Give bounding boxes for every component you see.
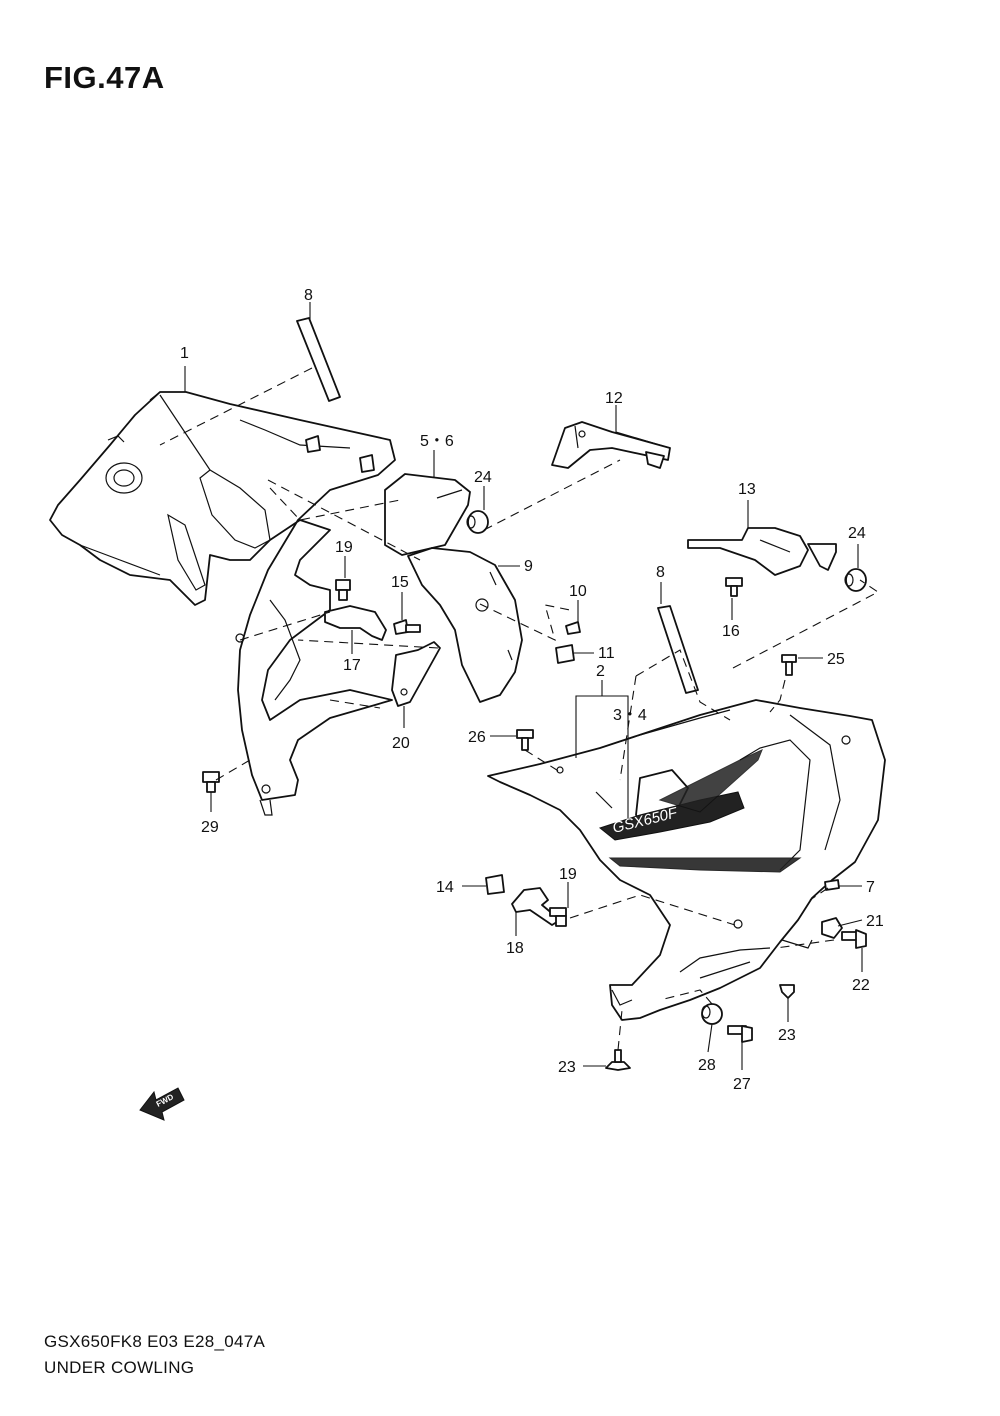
bracket-17 [324,605,387,641]
callout-11: 11 [598,645,615,662]
clip-14 [485,874,505,895]
figure-title: FIG.47A [44,60,165,95]
nut-21 [821,917,843,939]
callout-9: 9 [524,558,533,575]
rivet-23-right [779,984,795,999]
bolt-27 [727,1025,753,1043]
callout-7: 7 [866,879,875,896]
callout-10: 10 [569,583,587,600]
bolt-19-lower [549,907,567,927]
model-code: GSX650FK8 E03 E28_047A [44,1332,266,1351]
left-under-cowling [49,391,396,816]
callout-23-lower: 23 [558,1059,576,1076]
callout-19-lower: 19 [559,866,577,883]
callout-18: 18 [506,940,524,957]
callout-8-upper: 8 [304,287,313,304]
callout-23-right: 23 [778,1027,796,1044]
leader-lines [184,302,863,1070]
callout-1: 1 [180,345,189,362]
trim-strip-upper [296,317,341,402]
screw-25 [781,654,797,676]
callout-3-4: 3・4 [613,707,647,724]
bracket-20 [391,641,441,707]
callout-numbers: 8 1 12 5・6 24 13 24 19 9 15 10 8 17 11 1… [180,287,884,1093]
callout-25: 25 [827,651,845,668]
trim-strip-lower [657,605,699,694]
bolt-15 [393,619,421,635]
callout-5-6: 5・6 [420,433,454,450]
callout-29: 29 [201,819,219,836]
inner-panel-9 [407,547,523,703]
callout-17: 17 [343,657,361,674]
bracket-12 [551,421,671,469]
callout-2: 2 [596,663,605,680]
callout-15: 15 [391,574,409,591]
grommet-28 [701,1003,723,1025]
bolt-29 [202,771,220,793]
callout-28: 28 [698,1057,716,1074]
section-name: UNDER COWLING [44,1358,195,1377]
bracket-18 [511,887,561,926]
callout-21: 21 [866,913,884,930]
screw-10 [565,621,581,635]
bolt-16 [725,577,743,597]
forward-direction-arrow: FWD [139,1087,185,1121]
screw-26 [516,729,534,751]
clip-11 [555,644,575,664]
callout-16: 16 [722,623,740,640]
grommet-24-right [844,568,867,592]
callout-8-lower: 8 [656,564,665,581]
right-under-cowling: GSX650F [487,699,886,1021]
callout-26: 26 [468,729,486,746]
grommet-24-left [466,510,489,534]
clip-7 [824,879,840,891]
callout-24-right: 24 [848,525,866,542]
callout-12: 12 [605,390,623,407]
callout-22: 22 [852,977,870,994]
callout-27: 27 [733,1076,751,1093]
callout-13: 13 [738,481,756,498]
callout-20: 20 [392,735,410,752]
bracket-13 [687,527,837,576]
callout-14: 14 [436,879,454,896]
bolt-19-upper [335,579,351,601]
rivet-23-lower [605,1061,631,1071]
assembly-lines [159,367,880,1051]
callout-19-upper: 19 [335,539,353,556]
cushion-5-6 [384,473,471,556]
bolt-22 [841,929,867,949]
callout-24-left: 24 [474,469,492,486]
